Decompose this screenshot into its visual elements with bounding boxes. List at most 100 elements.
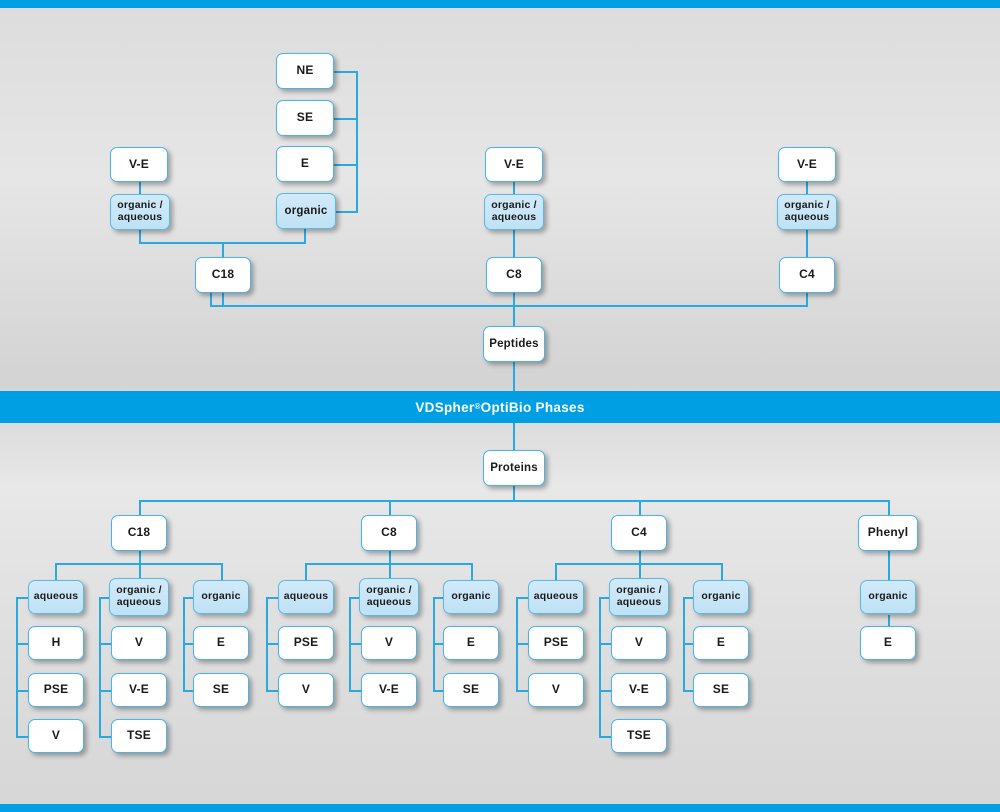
- connector: [433, 597, 445, 599]
- connector: [639, 500, 641, 516]
- node-c8-organic-aqueous[interactable]: organic /aqueous: [359, 578, 419, 616]
- node-c18-organic-aqueous[interactable]: organic /aqueous: [109, 578, 169, 616]
- connector: [349, 643, 361, 645]
- node-phenyl-organic[interactable]: organic: [860, 580, 916, 614]
- node-c8-aqueous-pse[interactable]: PSE: [278, 626, 334, 660]
- node-c8-aqueous[interactable]: aqueous: [278, 580, 334, 614]
- node-c8-organic-e[interactable]: E: [443, 626, 499, 660]
- connector: [555, 563, 557, 580]
- connector: [305, 563, 472, 565]
- node-c18-oa-tse[interactable]: TSE: [111, 719, 167, 753]
- node-c18-oa-ve[interactable]: V-E: [111, 673, 167, 707]
- connector: [555, 563, 722, 565]
- node-c18-organic-e[interactable]: E: [193, 626, 249, 660]
- node-c4-aqueous-v[interactable]: V: [528, 673, 584, 707]
- connector: [683, 597, 695, 599]
- node-c8-oa-ve[interactable]: V-E: [361, 673, 417, 707]
- node-c8-organic-se[interactable]: SE: [443, 673, 499, 707]
- node-organic-peptides-c18[interactable]: organic: [276, 193, 336, 229]
- connector: [16, 643, 30, 645]
- node-c4-organic-aqueous[interactable]: organic /aqueous: [609, 578, 669, 616]
- connector: [139, 181, 141, 195]
- node-c4-oa-tse[interactable]: TSE: [611, 719, 667, 753]
- connector: [334, 211, 358, 213]
- node-c4-oa-v[interactable]: V: [611, 626, 667, 660]
- connector: [55, 563, 222, 565]
- node-c18-proteins[interactable]: C18: [111, 515, 167, 551]
- node-c18-aqueous[interactable]: aqueous: [28, 580, 84, 614]
- node-c4-proteins[interactable]: C4: [611, 515, 667, 551]
- node-e[interactable]: E: [276, 146, 334, 182]
- connector: [139, 500, 141, 516]
- node-ve-c18[interactable]: V-E: [110, 147, 168, 182]
- connector: [433, 690, 445, 692]
- node-c8-proteins[interactable]: C8: [361, 515, 417, 551]
- connector: [471, 563, 473, 580]
- connector: [99, 643, 111, 645]
- connector: [389, 563, 391, 580]
- node-peptides[interactable]: Peptides: [483, 326, 545, 362]
- connector: [16, 597, 18, 737]
- node-phenyl-proteins[interactable]: Phenyl: [858, 515, 918, 551]
- connector: [334, 118, 358, 120]
- node-c4-peptides[interactable]: C4: [779, 257, 835, 293]
- connector: [599, 690, 611, 692]
- node-organic-aqueous-c4[interactable]: organic /aqueous: [777, 194, 837, 230]
- connector: [139, 229, 141, 243]
- connector: [305, 563, 307, 580]
- connector: [334, 71, 358, 73]
- connector: [639, 551, 641, 564]
- connector: [356, 71, 358, 213]
- connector: [139, 551, 141, 564]
- connector: [266, 597, 280, 599]
- connector: [513, 181, 515, 195]
- connector: [334, 164, 358, 166]
- node-c4-organic[interactable]: organic: [693, 580, 749, 614]
- connector: [516, 690, 530, 692]
- node-c18-organic-se[interactable]: SE: [193, 673, 249, 707]
- connector: [516, 643, 530, 645]
- connector: [639, 563, 641, 580]
- connector: [599, 597, 611, 599]
- node-c8-aqueous-v[interactable]: V: [278, 673, 334, 707]
- connector: [221, 563, 223, 580]
- connector: [304, 229, 306, 243]
- connector: [516, 597, 530, 599]
- connector: [349, 597, 361, 599]
- node-c8-oa-v[interactable]: V: [361, 626, 417, 660]
- connector: [210, 305, 808, 307]
- node-c18-aqueous-v[interactable]: V: [28, 719, 84, 753]
- connector: [599, 643, 611, 645]
- node-c18-aqueous-pse[interactable]: PSE: [28, 673, 84, 707]
- node-c8-organic[interactable]: organic: [443, 580, 499, 614]
- node-c18-aqueous-h[interactable]: H: [28, 626, 84, 660]
- node-c4-organic-se[interactable]: SE: [693, 673, 749, 707]
- connector: [513, 486, 515, 501]
- connector: [599, 736, 611, 738]
- node-c4-aqueous-pse[interactable]: PSE: [528, 626, 584, 660]
- node-ve-c8[interactable]: V-E: [485, 147, 543, 182]
- node-c4-oa-ve[interactable]: V-E: [611, 673, 667, 707]
- connector: [16, 736, 30, 738]
- node-organic-aqueous-c8[interactable]: organic /aqueous: [484, 194, 544, 230]
- node-c4-organic-e[interactable]: E: [693, 626, 749, 660]
- node-c18-oa-v[interactable]: V: [111, 626, 167, 660]
- top-accent-strip: [0, 0, 1000, 8]
- node-c4-aqueous[interactable]: aqueous: [528, 580, 584, 614]
- node-phenyl-organic-e[interactable]: E: [860, 626, 916, 660]
- node-organic-aqueous-c18[interactable]: organic /aqueous: [110, 194, 170, 230]
- connector: [99, 690, 111, 692]
- node-c18-peptides[interactable]: C18: [195, 257, 251, 293]
- connector: [513, 292, 515, 306]
- connector: [222, 292, 224, 306]
- node-ne[interactable]: NE: [276, 53, 334, 89]
- node-ve-c4[interactable]: V-E: [778, 147, 836, 182]
- node-se[interactable]: SE: [276, 100, 334, 136]
- node-c8-peptides[interactable]: C8: [486, 257, 542, 293]
- connector: [139, 500, 889, 502]
- connector: [888, 615, 890, 629]
- connector: [389, 500, 391, 516]
- node-proteins[interactable]: Proteins: [483, 450, 545, 486]
- node-c18-organic[interactable]: organic: [193, 580, 249, 614]
- connector: [183, 643, 195, 645]
